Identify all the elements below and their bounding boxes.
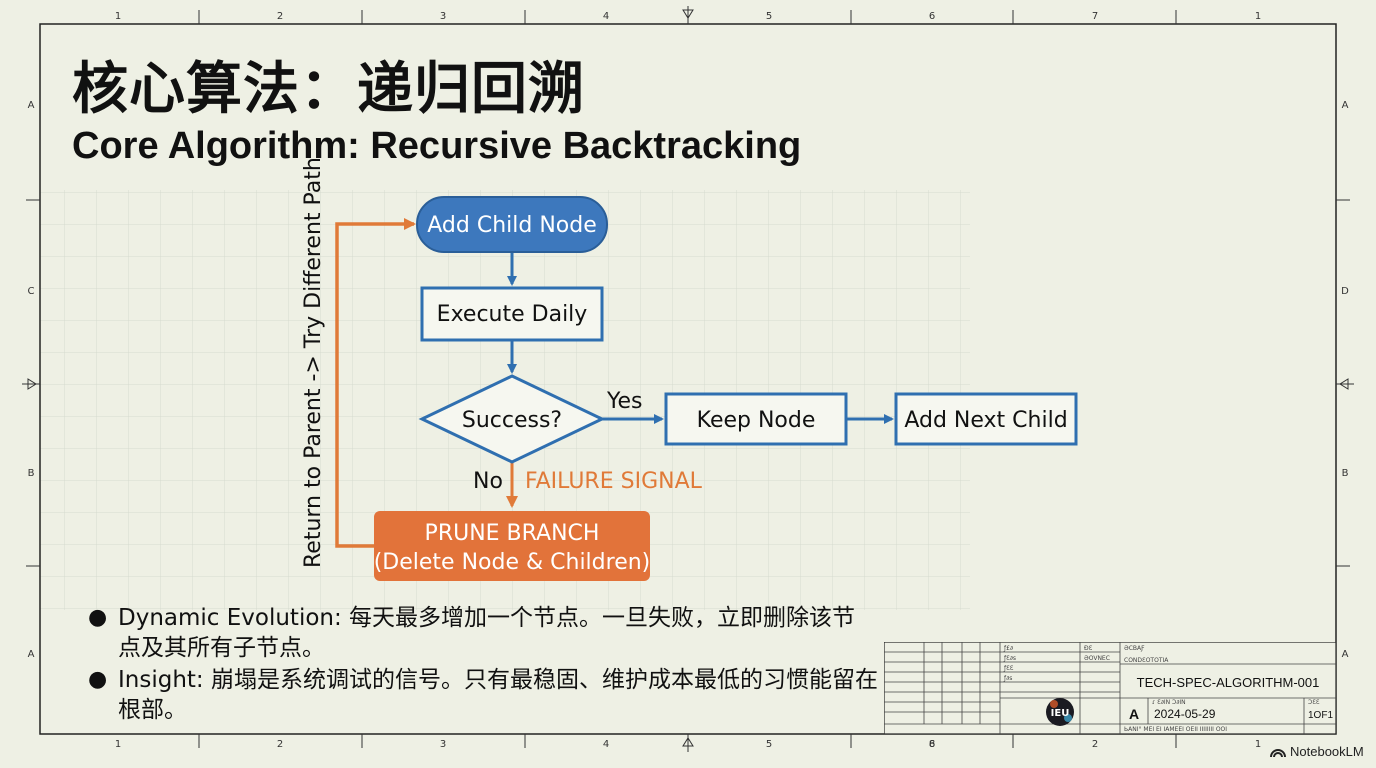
bullet-list: ● Dynamic Evolution: 每天最多增加一个节点。一旦失败，立即删…: [88, 603, 878, 727]
bullet-dot-icon: ●: [88, 605, 108, 630]
border-right-letter: B: [1342, 468, 1349, 479]
page-title-chinese: 核心算法：递归回溯: [72, 57, 585, 122]
node-keep: Keep Node: [664, 392, 848, 446]
title-block-sheet: 1OF1: [1308, 710, 1333, 721]
title-block-date: 2024-05-29: [1154, 707, 1216, 721]
border-bottom-number: 5: [766, 739, 772, 750]
border-left-letter: A: [28, 649, 35, 660]
border-top-number: 1: [1255, 11, 1261, 22]
border-right-letter: A: [1342, 649, 1349, 660]
svg-text:ƆƐƐ: ƆƐƐ: [1308, 699, 1320, 706]
border-bottom-number: 1: [115, 739, 121, 750]
border-bottom-number: 1: [1255, 739, 1261, 750]
svg-text:ɾ Ԑ∂ΙΝ Ɔ∂ΙΝ: ɾ Ԑ∂ΙΝ Ɔ∂ΙΝ: [1152, 699, 1186, 706]
node-decision-label: Success?: [462, 408, 562, 433]
title-block-doc-id: TECH-SPEC-ALGORITHM-001: [1137, 675, 1320, 690]
prune-line1: PRUNE BRANCH: [425, 521, 600, 546]
label-failure-signal: FAILURE SIGNAL: [525, 469, 703, 494]
border-top-number: 1: [115, 11, 121, 22]
label-yes: Yes: [606, 389, 643, 414]
prune-line2: (Delete Node & Children): [374, 550, 651, 575]
border-top-number: 3: [440, 11, 446, 22]
notebooklm-logo-icon: [1270, 748, 1286, 757]
bullet-text: Dynamic Evolution: 每天最多增加一个节点。一旦失败，立即删除该…: [118, 605, 856, 661]
border-right-letter: D: [1341, 286, 1349, 297]
node-add-next-label: Add Next Child: [904, 408, 1067, 433]
border-left-letter: A: [28, 100, 35, 111]
bullet-dot-icon: ●: [88, 667, 108, 692]
border-top-number: 4: [603, 11, 609, 22]
svg-text:ƒƐƐ: ƒƐƐ: [1003, 665, 1014, 672]
border-bottom-number: 8: [929, 739, 935, 750]
svg-text:CΟΝDƐΟΤΟΤΙΑ: CΟΝDƐΟΤΟΤΙΑ: [1124, 657, 1169, 664]
node-decision: Success?: [418, 374, 606, 464]
svg-text:ĐƐ: ĐƐ: [1084, 645, 1093, 652]
brand-label: NotebookLM: [1290, 744, 1364, 759]
label-return-to-parent: Return to Parent -> Try Different Path: [301, 157, 326, 568]
node-prune-branch: PRUNE BRANCH (Delete Node & Children): [374, 511, 651, 581]
border-bottom-number: 4: [603, 739, 609, 750]
bullet-item-insight: ● Insight: 崩塌是系统调试的信号。只有最稳固、维护成本最低的习惯能留在…: [88, 665, 878, 725]
drawing-frame: [22, 6, 1354, 752]
node-add-child: Add Child Node: [416, 196, 608, 253]
svg-text:ƒ£∂: ƒ£∂: [1003, 645, 1013, 652]
node-keep-label: Keep Node: [697, 408, 816, 433]
svg-text:ƏϹΒΑƑ: ƏϹΒΑƑ: [1124, 645, 1145, 652]
border-top-number: 5: [766, 11, 772, 22]
title-block-logo: IEU: [1046, 698, 1074, 726]
border-left-letter: C: [28, 286, 35, 297]
flowchart: Add Child Node Execute Daily Success? Ke…: [301, 157, 1078, 581]
node-execute-label: Execute Daily: [437, 302, 588, 327]
title-block-logo-text: IEU: [1051, 708, 1070, 719]
brand-watermark: NotebookLM: [1270, 744, 1364, 759]
svg-text:ƏOVΝEC: ƏOVΝEC: [1084, 655, 1110, 662]
bullet-item-dynamic-evolution: ● Dynamic Evolution: 每天最多增加一个节点。一旦失败，立即删…: [88, 603, 878, 663]
border-left-letter: B: [28, 468, 35, 479]
border-top-number: 6: [929, 11, 935, 22]
title-block-rev: A: [1129, 706, 1139, 722]
label-no: No: [473, 469, 503, 494]
svg-text:ƒƐ∂s: ƒƐ∂s: [1003, 655, 1016, 662]
border-top-number: 7: [1092, 11, 1098, 22]
border-bottom-number: 2: [1092, 739, 1098, 750]
svg-text:ƒ∂s: ƒ∂s: [1003, 675, 1012, 682]
svg-text:ЬΑΝΙ° ΜΕΙ ΕΙ ΙΑΜΕΕΙ ΟΕΙΙ ΙΙΙΙΙ: ЬΑΝΙ° ΜΕΙ ΕΙ ΙΑΜΕΕΙ ΟΕΙΙ ΙΙΙΙΙΙΙΙ ΟΟΙ: [1124, 726, 1227, 733]
border-bottom-number: 3: [440, 739, 446, 750]
border-top-number: 2: [277, 11, 283, 22]
border-bottom-number: 2: [277, 739, 283, 750]
arrow-return-to-parent: [335, 218, 416, 548]
node-execute-daily: Execute Daily: [420, 286, 604, 342]
border-right-letter: A: [1342, 100, 1349, 111]
node-add-next: Add Next Child: [894, 392, 1078, 446]
title-block: ƒ£∂ ĐƐ ƒƐ∂s ƏOVΝEC ƒƐƐ ƏϹΒΑƑ ƒ∂s CΟΝDƐΟΤΟΤΙΑ…: [884, 642, 1336, 734]
border-bottom-number: 6: [929, 739, 935, 750]
node-add-child-label: Add Child Node: [427, 213, 597, 238]
page-title-english: Core Algorithm: Recursive Backtracking: [72, 125, 802, 167]
border-labels: 1 2 3 4 5 6 7 1 1 2 3 4 5 6 2 1 8 A C B A A D B A: [28, 11, 1350, 750]
bullet-text: Insight: 崩塌是系统调试的信号。只有最稳固、维护成本最低的习惯能留在根部…: [118, 667, 878, 723]
